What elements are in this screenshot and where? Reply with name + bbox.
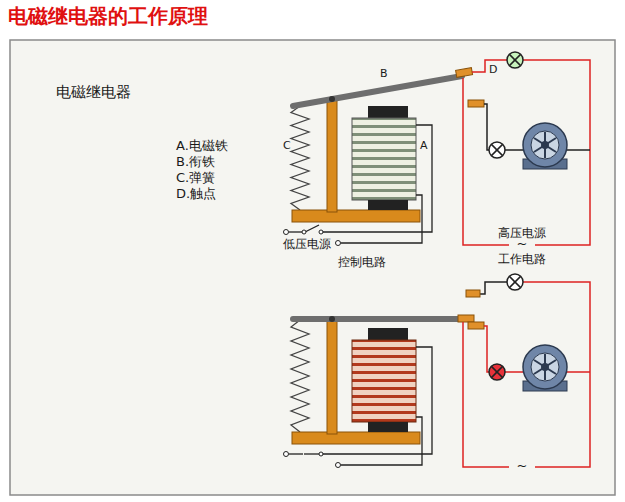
lamp-lit	[489, 364, 505, 380]
post	[327, 100, 337, 212]
legend-item: A.电磁铁	[176, 139, 228, 154]
motor	[523, 123, 567, 169]
coil	[352, 118, 416, 200]
legend-item: D.触点	[176, 187, 216, 202]
circuit-label: 工作电路	[498, 253, 546, 267]
relay-on	[284, 274, 591, 468]
callout-letter: D	[489, 64, 497, 77]
diagram-subtitle: 电磁继电器	[56, 84, 131, 101]
fixed-contact	[468, 100, 484, 107]
callout-letter: A	[420, 140, 428, 153]
core-top	[368, 106, 408, 118]
circuit-label: 低压电源	[283, 238, 331, 252]
ac-symbol: ~	[517, 459, 528, 474]
panel-frame	[10, 40, 615, 495]
ac-symbol: ~	[517, 237, 528, 252]
callout-letter: B	[380, 68, 388, 81]
legend-item: C.弹簧	[176, 171, 215, 186]
motor	[523, 345, 567, 391]
callout-letter: C	[283, 140, 291, 153]
spring	[291, 320, 309, 432]
lamp-lit	[507, 52, 523, 68]
moving-contact	[456, 68, 473, 78]
base	[292, 210, 420, 222]
circuit-label: 控制电路	[338, 256, 386, 270]
switch	[305, 225, 319, 232]
lamp	[489, 142, 505, 158]
relay-off	[284, 52, 591, 246]
armature	[293, 316, 462, 322]
legend-item: B.衔铁	[176, 155, 215, 170]
spring	[291, 106, 309, 210]
lamp	[507, 274, 523, 290]
armature	[293, 76, 462, 106]
core-bottom	[368, 200, 408, 210]
page-title: 电磁继电器的工作原理	[8, 5, 208, 28]
